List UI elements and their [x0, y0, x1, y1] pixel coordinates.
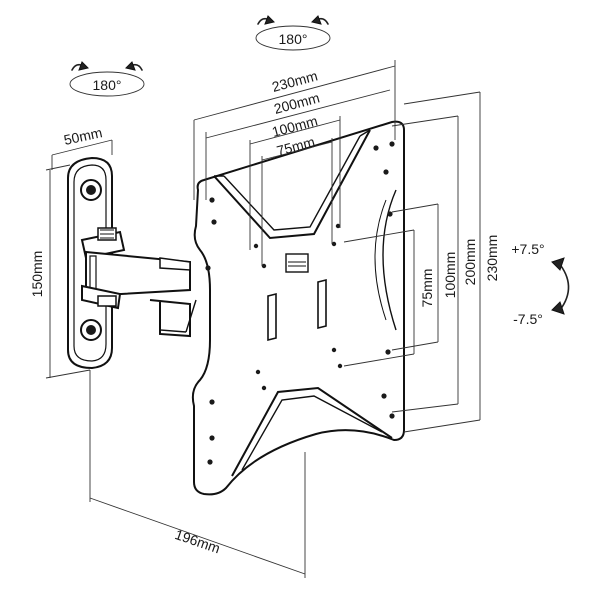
vesa-holes [205, 141, 395, 465]
swivel-indicator-top: 180° [255, 15, 331, 51]
vesa-slot [317, 278, 327, 330]
v200-label: 200mm [462, 239, 478, 286]
tilt-indicator: +7.5° -7.5° [511, 241, 570, 327]
v230-label: 230mm [484, 235, 500, 282]
wall-plate-dimensions: 50mm 150mm [29, 124, 113, 379]
swivel-indicator-left: 180° [69, 61, 145, 97]
vesa-plate [191, 120, 405, 496]
wall-width-label: 50mm [62, 124, 103, 148]
tilt-down-label: -7.5° [513, 311, 543, 327]
v75-label: 75mm [419, 269, 435, 308]
tilt-up-label: +7.5° [511, 241, 544, 257]
swing-arm [80, 227, 197, 338]
vesa-slot [267, 292, 277, 342]
v100-label: 100mm [442, 252, 458, 299]
swivel-left-label: 180° [93, 77, 122, 93]
swivel-top-label: 180° [279, 31, 308, 47]
vertical-dimensions: 75mm 100mm 200mm 230mm [343, 91, 500, 433]
wall-height-label: 150mm [29, 251, 45, 298]
extension-label: 196mm [173, 526, 222, 556]
